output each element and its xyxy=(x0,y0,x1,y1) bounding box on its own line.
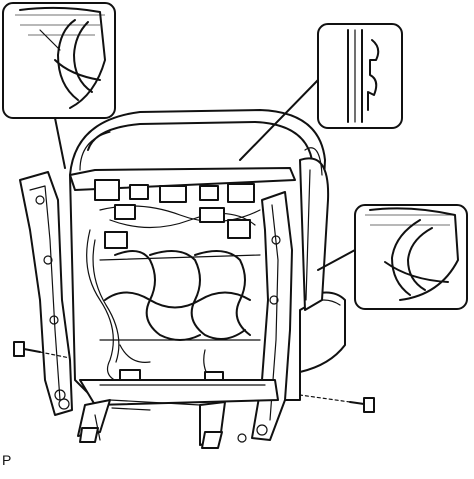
leader-line xyxy=(239,79,319,161)
illustration-code: P xyxy=(2,452,12,468)
leader-line xyxy=(317,249,356,271)
leader-line xyxy=(54,117,66,169)
bolt-left xyxy=(13,341,71,359)
bolt-right xyxy=(299,394,375,413)
hog-ring-detail-right xyxy=(317,204,468,310)
hook-clip-detail-top-right xyxy=(239,23,403,161)
upper-cross-member xyxy=(69,167,296,249)
left-frame-rail xyxy=(19,171,73,416)
seat-springs xyxy=(99,250,261,341)
hog-ring-detail-top-left xyxy=(2,2,116,169)
lower-frame xyxy=(58,379,279,449)
